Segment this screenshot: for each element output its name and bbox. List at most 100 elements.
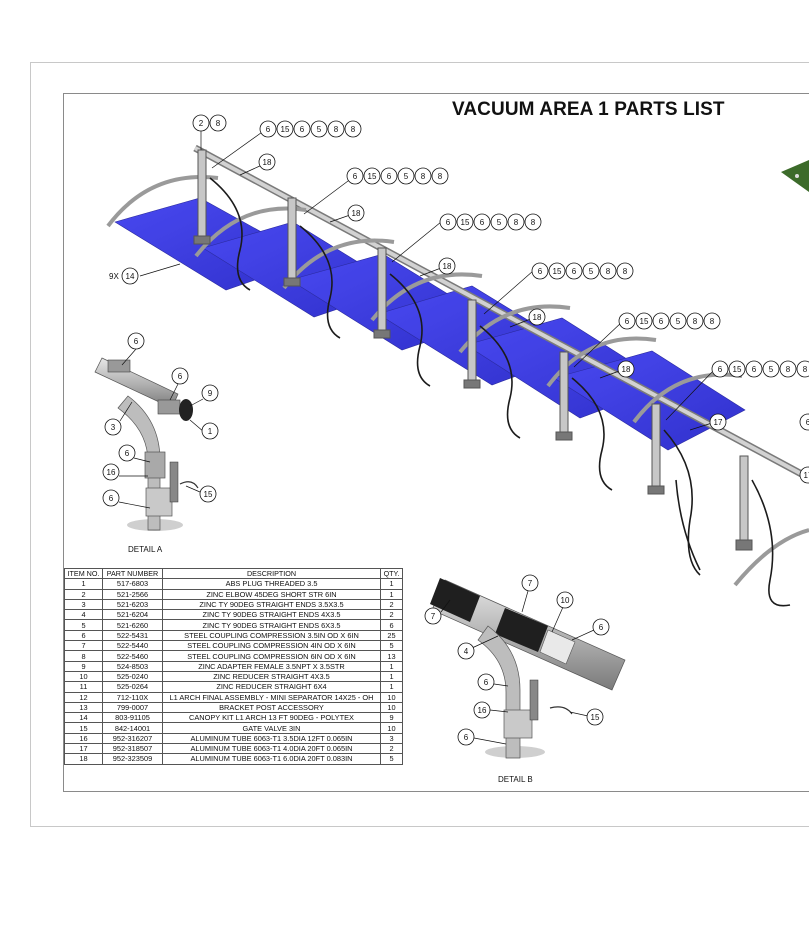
callout-text: 8	[421, 172, 426, 181]
cell-part-number: 522-5440	[102, 640, 163, 652]
detail-a-label: DETAIL A	[128, 545, 163, 554]
cell-part-number: 521-6260	[102, 619, 163, 631]
cell-item-no: 7	[64, 640, 103, 652]
cell-part-number: 952-316207	[102, 732, 163, 745]
callout-text: 18	[263, 158, 272, 167]
cell-part-number: 712-110X	[102, 691, 163, 703]
cell-part-number: 522-5460	[102, 650, 163, 662]
cell-description: CANOPY KIT L1 ARCH 13 FT 90DEG - POLYTEX	[162, 712, 381, 724]
callout-text: 5	[317, 125, 322, 134]
cell-part-number: 803-91105	[102, 712, 163, 724]
header-qty: QTY.	[380, 567, 403, 580]
cell-description: ZINC TY 90DEG STRAIGHT ENDS 4X3.5	[162, 609, 381, 621]
cell-part-number: 525-0264	[102, 681, 163, 693]
callout-text: 8	[531, 218, 536, 227]
qty-callout: 9X	[109, 272, 119, 281]
cell-qty: 10	[380, 691, 403, 703]
callout-text: 18	[352, 209, 361, 218]
callout-text: 8	[351, 125, 356, 134]
callout-text: 7	[431, 612, 436, 621]
cell-qty: 2	[380, 598, 403, 611]
cell-part-number: 842-14001	[102, 722, 163, 734]
callout-text: 5	[404, 172, 409, 181]
cell-part-number: 517-6803	[102, 578, 163, 590]
callout-text: 18	[533, 313, 542, 322]
cell-description: ALUMINUM TUBE 6063-T1 3.5DIA 12FT 0.065I…	[162, 732, 381, 745]
callout-text: 17	[804, 471, 809, 480]
callout-text: 8	[710, 317, 715, 326]
cell-part-number: 521-6204	[102, 609, 163, 621]
cell-item-no: 15	[64, 722, 103, 734]
callout-text: 18	[622, 365, 631, 374]
callout-text: 15	[733, 365, 742, 374]
callout-text: 5	[589, 267, 594, 276]
drawing-frame	[63, 93, 809, 792]
callout-text: 1	[208, 427, 213, 436]
detail-b-leaders	[440, 590, 595, 745]
cell-item-no: 3	[64, 598, 103, 611]
callout-text: 6	[266, 125, 271, 134]
cell-qty: 13	[380, 650, 403, 662]
cell-item-no: 17	[64, 743, 103, 755]
callout-text: 6	[625, 317, 630, 326]
cell-description: GATE VALVE 3IN	[162, 722, 381, 734]
callout-text: 6	[752, 365, 757, 374]
cell-part-number: 525-0240	[102, 670, 163, 683]
cell-qty: 10	[380, 722, 403, 734]
callout-text: 16	[107, 468, 116, 477]
main-header-pipe	[193, 144, 809, 482]
cell-description: ABS PLUG THREADED 3.5	[162, 578, 381, 590]
cell-part-number: 524-8503	[102, 660, 163, 672]
callout-text: 6	[387, 172, 392, 181]
callout-text: 14	[126, 272, 135, 281]
callout-text: 15	[281, 125, 290, 134]
callout-text: 6	[134, 337, 139, 346]
callout-text: 6	[718, 365, 723, 374]
callout-text: 4	[464, 647, 469, 656]
cell-description: ALUMINUM TUBE 6063-T1 4.0DIA 20FT 0.065I…	[162, 743, 381, 755]
callout-text: 17	[714, 418, 723, 427]
callout-text: 8	[693, 317, 698, 326]
parts-table-header-row: ITEM NO. PART NUMBER DESCRIPTION QTY.	[64, 567, 403, 580]
cell-part-number: 521-2566	[102, 588, 163, 600]
cell-qty: 9	[380, 712, 403, 724]
cell-description: ZINC REDUCER STRAIGHT 4X3.5	[162, 670, 381, 683]
callout-text: 6	[109, 494, 114, 503]
cell-description: ALUMINUM TUBE 6063-T1 6.0DIA 20FT 0.083I…	[162, 753, 381, 765]
cell-item-no: 14	[64, 712, 103, 724]
cell-qty: 1	[380, 578, 403, 590]
cell-item-no: 4	[64, 609, 103, 621]
drawing-title: VACUUM AREA 1 PARTS LIST	[452, 99, 725, 120]
cell-part-number: 521-6203	[102, 598, 163, 611]
callout-text: 15	[640, 317, 649, 326]
cell-description: ZINC ADAPTER FEMALE 3.5NPT X 3.5STR	[162, 660, 381, 672]
callout-text: 18	[443, 262, 452, 271]
callout-text: 15	[204, 490, 213, 499]
cell-qty: 1	[380, 670, 403, 683]
cell-qty: 2	[380, 743, 403, 755]
callout-text: 10	[561, 596, 570, 605]
cell-qty: 6	[380, 619, 403, 631]
cell-qty: 1	[380, 588, 403, 600]
cell-qty: 1	[380, 681, 403, 693]
cell-qty: 5	[380, 640, 403, 652]
cell-item-no: 5	[64, 619, 103, 631]
detail-b-illustration	[430, 578, 626, 759]
cell-item-no: 6	[64, 629, 103, 642]
callout-text: 8	[803, 365, 808, 374]
cell-description: L1 ARCH FINAL ASSEMBLY - MINI SEPARATOR …	[162, 691, 381, 703]
